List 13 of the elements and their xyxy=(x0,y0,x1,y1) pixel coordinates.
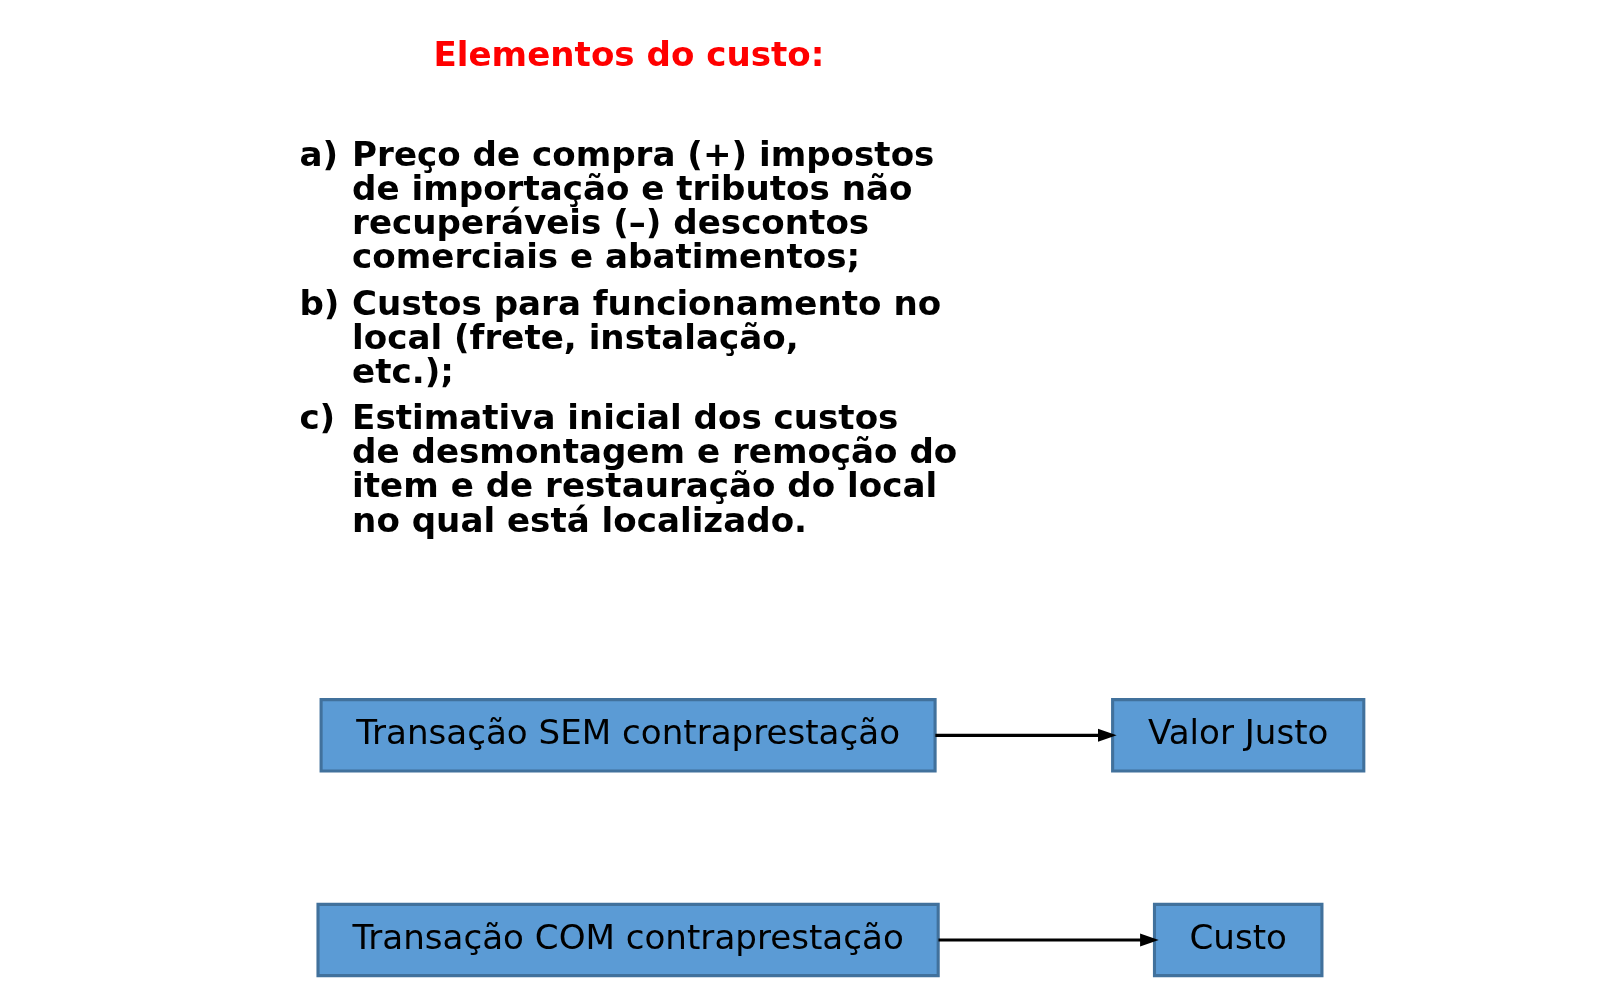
label: c) xyxy=(299,397,336,438)
node-box: Custo xyxy=(1152,902,1324,978)
label: a) xyxy=(299,133,338,174)
node-box: Transação COM contraprestação xyxy=(316,902,940,978)
label: Elementos do custo: xyxy=(433,34,825,75)
arrow xyxy=(935,728,1117,742)
node-box: Valor Justo xyxy=(1111,698,1366,773)
label: b) xyxy=(299,282,340,323)
node-box: Transação SEM contraprestação xyxy=(319,698,937,773)
arrow xyxy=(938,933,1159,947)
label: Estimativa inicial dos custos de desmontagem e remoção do item e de restauração do local no qual está localizado. xyxy=(352,397,958,540)
label: Preço de compra (+) impostos de importação e tributos não recuperáveis (–) descontos comerciais e abatimentos; xyxy=(352,133,935,277)
label: Custos para funcionamento no local (frete, instalação, etc.); xyxy=(352,282,942,391)
